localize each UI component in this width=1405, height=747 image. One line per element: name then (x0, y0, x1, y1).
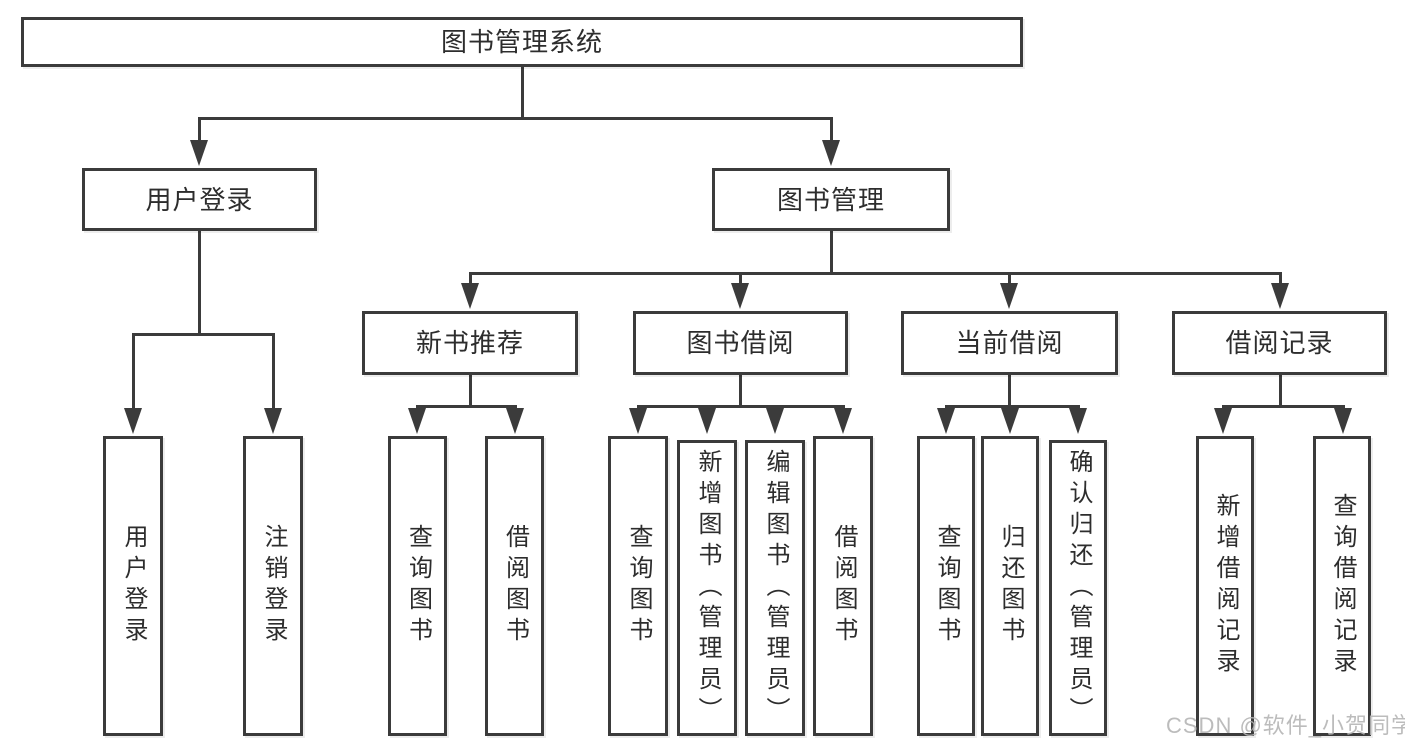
arrowhead-down-icon (629, 408, 647, 434)
arrowhead-down-icon (731, 283, 749, 309)
leaf-query-books-borrowing: 查询图书 (608, 436, 668, 736)
node-new-book-recommend: 新书推荐 (362, 311, 578, 375)
leaf-query-borrow-record: 查询借阅记录 (1313, 436, 1371, 736)
connector-hline (636, 404, 845, 408)
node-label: 用户登录 (145, 184, 254, 215)
leaf-edit-books-admin: 编辑图书（管理员） (745, 440, 805, 736)
arrowhead-down-icon (1271, 283, 1289, 309)
arrow-stem (131, 334, 135, 414)
node-current-borrowing: 当前借阅 (901, 311, 1118, 375)
node-label: 新书推荐 (415, 328, 524, 358)
arrow-stem (738, 273, 742, 289)
node-label: 图书管理 (776, 184, 885, 215)
connector-vline (1007, 375, 1011, 406)
connector-hline (197, 116, 833, 120)
arrowhead-down-icon (124, 408, 142, 434)
leaf-query-books-current: 查询图书 (917, 436, 975, 736)
node-borrowing-records: 借阅记录 (1172, 311, 1387, 375)
connector-hline (468, 271, 1282, 275)
node-label: 图书借阅 (686, 328, 795, 358)
arrow-stem (197, 118, 201, 146)
arrowhead-down-icon (1214, 408, 1232, 434)
arrowhead-down-icon (1001, 408, 1019, 434)
leaf-return-books: 归还图书 (981, 436, 1039, 736)
node-label: 新增借阅记录 (1212, 493, 1239, 679)
leaf-user-login: 用户登录 (103, 436, 163, 736)
arrowhead-down-icon (937, 408, 955, 434)
leaf-query-books-recommend: 查询图书 (388, 436, 447, 736)
leaf-add-borrow-record: 新增借阅记录 (1196, 436, 1254, 736)
node-library-system: 图书管理系统 (21, 17, 1023, 67)
node-label: 归还图书 (997, 524, 1024, 648)
connector-hline (1221, 404, 1345, 408)
connector-vline (738, 375, 742, 406)
arrowhead-down-icon (506, 408, 524, 434)
arrowhead-down-icon (264, 408, 282, 434)
node-label: 编辑图书（管理员） (762, 448, 789, 728)
node-label: 借阅记录 (1225, 328, 1334, 358)
node-label: 查询图书 (933, 524, 960, 648)
leaf-confirm-return-admin: 确认归还（管理员） (1049, 440, 1107, 736)
arrowhead-down-icon (1334, 408, 1352, 434)
arrowhead-down-icon (1069, 408, 1087, 434)
node-label: 查询图书 (625, 524, 652, 648)
connector-vline (468, 375, 472, 406)
connector-vline (1278, 375, 1282, 406)
connector-hline (415, 404, 517, 408)
node-label: 注销登录 (260, 524, 287, 648)
arrowhead-down-icon (822, 140, 840, 166)
connector-vline (829, 231, 833, 273)
node-label: 图书管理系统 (440, 27, 603, 57)
arrowhead-down-icon (834, 408, 852, 434)
arrow-stem (1007, 273, 1011, 289)
arrow-stem (1278, 273, 1282, 289)
leaf-add-books-admin: 新增图书（管理员） (677, 440, 737, 736)
node-label: 查询借阅记录 (1329, 493, 1356, 679)
csdn-watermark: CSDN @软件_小贺同学 (1166, 713, 1405, 738)
node-label: 查询图书 (404, 524, 432, 648)
connector-hline (944, 404, 1080, 408)
node-label: 借阅图书 (501, 524, 529, 648)
node-book-borrowing: 图书借阅 (633, 311, 848, 375)
connector-hline (131, 332, 275, 336)
node-label: 当前借阅 (955, 328, 1064, 358)
arrow-stem (829, 118, 833, 146)
leaf-borrow-books-borrowing: 借阅图书 (813, 436, 873, 736)
node-label: 用户登录 (120, 524, 147, 648)
arrowhead-down-icon (190, 140, 208, 166)
connector-vline (197, 231, 201, 334)
node-label: 确认归还（管理员） (1065, 448, 1092, 728)
leaf-borrow-books-recommend: 借阅图书 (485, 436, 544, 736)
node-book-management: 图书管理 (712, 168, 950, 231)
arrow-stem (468, 273, 472, 289)
node-user-login: 用户登录 (82, 168, 317, 231)
arrowhead-down-icon (766, 408, 784, 434)
connector-vline (520, 67, 524, 118)
node-label: 借阅图书 (830, 524, 857, 648)
node-label: 新增图书（管理员） (694, 448, 721, 728)
arrow-stem (271, 334, 275, 414)
arrowhead-down-icon (461, 283, 479, 309)
arrowhead-down-icon (698, 408, 716, 434)
arrowhead-down-icon (1000, 283, 1018, 309)
leaf-logout: 注销登录 (243, 436, 303, 736)
arrowhead-down-icon (408, 408, 426, 434)
